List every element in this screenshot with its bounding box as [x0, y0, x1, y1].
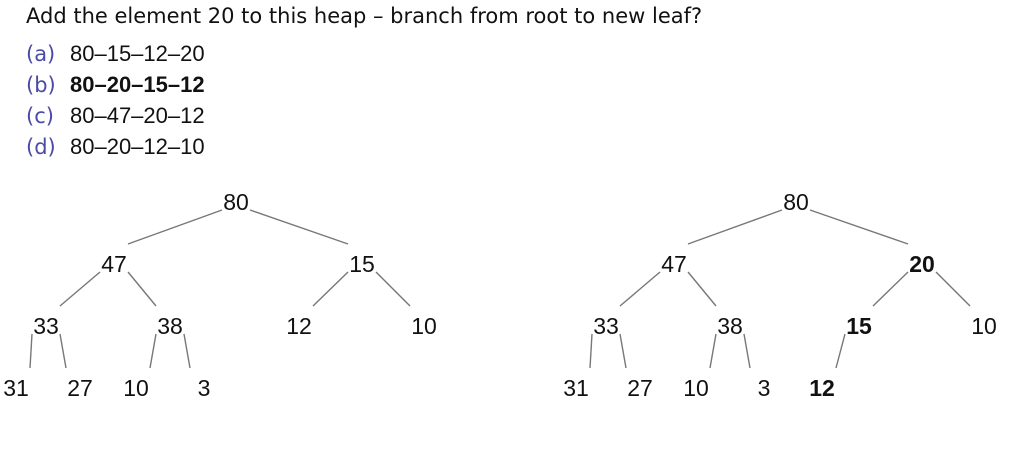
tree-edge [183, 333, 191, 369]
tree-node-label: 33 [33, 313, 59, 339]
option-text: 80–15–12–20 [70, 41, 205, 66]
tree-node-label: 31 [563, 375, 589, 401]
tree-node-label: 10 [683, 375, 709, 401]
tree-edge [312, 271, 349, 307]
tree-node-label: 47 [101, 251, 127, 277]
option-letter: (d) [26, 135, 56, 159]
tree-edge [127, 271, 157, 307]
option-d[interactable]: (d) 80–20–12–10 [26, 131, 205, 162]
tree-node-label: 15 [846, 313, 872, 339]
tree-node-label: 10 [123, 375, 149, 401]
tree-node-label: 3 [758, 375, 771, 401]
option-text: 80–20–12–10 [70, 134, 205, 159]
original-heap-tree: 80 47 15 33 38 12 10 31 27 10 3 [3, 189, 437, 401]
tree-edge [29, 333, 33, 369]
tree-node-label: 10 [411, 313, 437, 339]
tree-edge [619, 271, 661, 307]
tree-node-label: 38 [157, 313, 183, 339]
tree-edge [687, 209, 783, 245]
tree-edge [809, 209, 909, 245]
tree-node-label: 15 [349, 251, 375, 277]
tree-edge [872, 271, 909, 307]
tree-edge [249, 209, 349, 245]
tree-node-label: 80 [783, 189, 809, 215]
option-b[interactable]: (b) 80–20–15–12 [26, 69, 205, 100]
tree-node-label: 33 [593, 313, 619, 339]
tree-node-label: 12 [809, 375, 835, 401]
tree-node-label: 27 [627, 375, 653, 401]
tree-edge [59, 333, 67, 369]
tree-edge [59, 271, 101, 307]
tree-node-label: 80 [223, 189, 249, 215]
option-c[interactable]: (c) 80–47–20–12 [26, 100, 205, 131]
tree-edge [619, 333, 627, 369]
tree-edge [835, 333, 846, 369]
tree-edge [127, 209, 223, 245]
option-a[interactable]: (a) 80–15–12–20 [26, 38, 205, 69]
answer-options: (a) 80–15–12–20 (b) 80–20–15–12 (c) 80–47–2… [26, 38, 205, 162]
tree-edge [687, 271, 717, 307]
question-text: Add the element 20 to this heap – branch… [26, 4, 703, 28]
option-letter: (b) [26, 73, 56, 97]
option-text: 80–20–15–12 [70, 72, 205, 97]
tree-node-label: 31 [3, 375, 29, 401]
tree-node-label: 20 [909, 251, 935, 277]
tree-edge [375, 271, 411, 307]
tree-node-label: 47 [661, 251, 687, 277]
option-letter: (a) [26, 42, 56, 66]
tree-node-label: 10 [971, 313, 997, 339]
tree-edge [743, 333, 751, 369]
option-text: 80–47–20–12 [70, 103, 205, 128]
tree-edge [149, 333, 157, 369]
tree-node-label: 27 [67, 375, 93, 401]
tree-edge [709, 333, 717, 369]
tree-edge [935, 271, 971, 307]
tree-node-label: 3 [198, 375, 211, 401]
tree-node-label: 38 [717, 313, 743, 339]
tree-edge [589, 333, 593, 369]
tree-node-label: 12 [286, 313, 312, 339]
option-letter: (c) [26, 104, 54, 128]
